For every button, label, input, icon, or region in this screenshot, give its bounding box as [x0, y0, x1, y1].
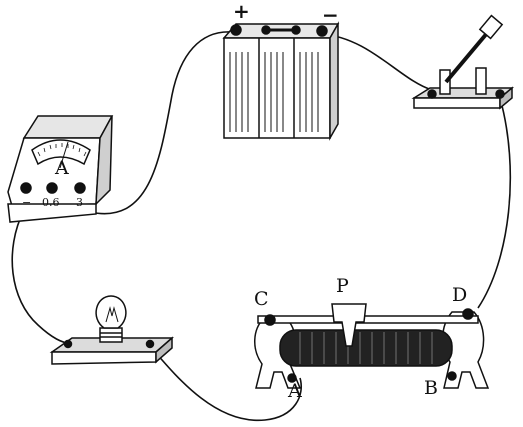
ammeter-terminal-0.6 — [46, 182, 58, 194]
battery-minus-terminal — [316, 25, 328, 37]
ammeter-needle — [59, 141, 69, 169]
ammeter-label-3: 3 — [76, 196, 83, 209]
knife-switch — [411, 14, 515, 110]
battery-plus-label: + — [233, 0, 250, 23]
battery — [222, 21, 340, 141]
ammeter-terminal-3 — [74, 182, 86, 194]
ammeter-scale-ticks — [37, 143, 87, 157]
switch-blade — [444, 30, 490, 84]
battery-plus-terminal — [230, 24, 242, 36]
ammeter — [7, 115, 114, 223]
rheostat-coil — [279, 329, 453, 367]
rheostat-terminal-c — [264, 314, 276, 326]
ammeter-label-0.6: 0.6 — [42, 196, 60, 209]
wire-ammeter-lamp — [11, 209, 73, 345]
rheostat-slider — [331, 303, 367, 347]
rheostat-label-p: P — [336, 275, 349, 297]
lamp — [49, 295, 174, 365]
ammeter-symbol: A — [54, 157, 69, 179]
battery-minus-label: − — [322, 3, 339, 27]
rheostat-label-a: A — [287, 380, 302, 402]
rheostat-terminal-d — [462, 308, 474, 320]
wire-lamp-rheostat — [149, 345, 302, 422]
ammeter-dial — [31, 139, 91, 166]
ammeter-terminal-minus — [20, 182, 32, 194]
rheostat-terminal-b — [447, 371, 457, 381]
rheostat-label-c: C — [254, 288, 269, 310]
ammeter-label-minus: − — [22, 196, 31, 209]
rheostat-label-b: B — [424, 377, 438, 399]
wire-battery-ammeter — [89, 31, 233, 215]
rheostat — [254, 303, 490, 389]
switch-handle — [478, 14, 504, 40]
rheostat-bar — [257, 315, 479, 324]
rheostat-terminal-a — [287, 373, 297, 383]
battery-ribs — [229, 52, 319, 132]
rheostat-label-d: D — [452, 284, 467, 306]
lamp-socket — [99, 327, 123, 343]
wire-switch-rheostat — [477, 97, 512, 309]
